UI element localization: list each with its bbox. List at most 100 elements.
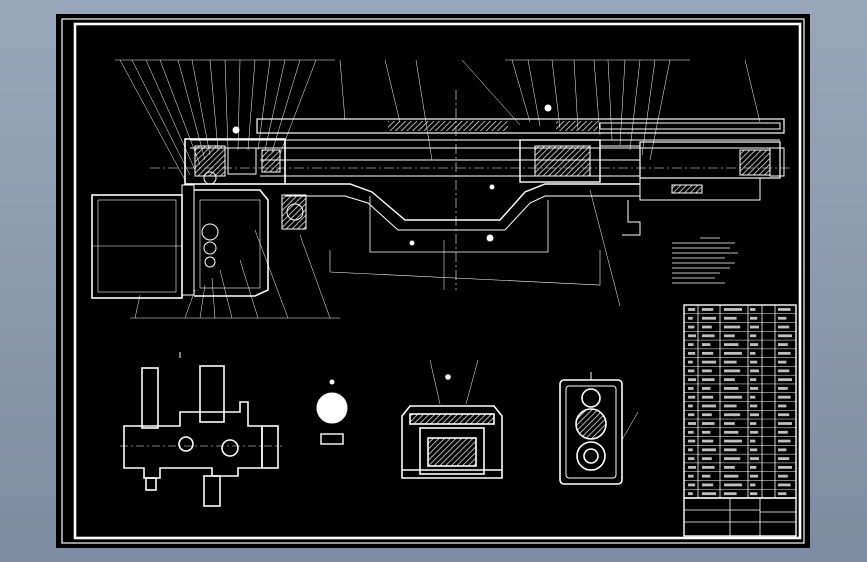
parts-list-cell-text — [724, 369, 741, 373]
parts-list-cell-text — [778, 308, 791, 311]
outer-border — [61, 18, 805, 544]
parts-list-cell-text — [778, 387, 788, 390]
parts-list-cell-text — [778, 343, 788, 346]
parts-list-cell-text — [750, 387, 759, 390]
parts-list-cell-text — [724, 439, 742, 443]
parts-list-cell-text — [750, 325, 759, 329]
parts-list-cell-text — [778, 448, 787, 452]
parts-list-cell-text — [702, 422, 715, 425]
parts-list-cell-text — [750, 483, 756, 487]
parts-list-cell-text — [750, 369, 759, 373]
parts-list-cell-text — [724, 483, 742, 487]
parts-list-cell-text — [702, 325, 712, 329]
parts-list-cell-text — [778, 369, 790, 373]
parts-list-cell-text — [724, 316, 737, 320]
parts-list-cell-text — [688, 492, 693, 496]
parts-list-cell-text — [724, 387, 739, 390]
parts-list-cell-text — [750, 422, 757, 425]
parts-list-cell-text — [702, 465, 715, 469]
parts-list-cell-text — [778, 439, 791, 443]
parts-list-cell-text — [724, 422, 735, 425]
parts-list-cell-text — [750, 492, 758, 496]
parts-list-cell-text — [778, 360, 787, 364]
technical-notes — [672, 237, 738, 284]
parts-list-cell-text — [778, 316, 787, 320]
parts-list-cell-text — [724, 308, 742, 311]
parts-list-cell-text — [778, 404, 787, 408]
parts-list-cell-text — [688, 360, 693, 364]
parts-list-cell-text — [750, 343, 759, 346]
parts-list-table — [683, 304, 797, 537]
parts-list-cell-text — [750, 448, 758, 452]
parts-list-cell-text — [724, 413, 741, 417]
parts-list-cell-text — [688, 378, 696, 382]
parts-list-cell-text — [702, 413, 712, 417]
parts-list-cell-text — [724, 395, 742, 399]
parts-list-cell-text — [688, 395, 696, 399]
parts-list-cell-text — [750, 395, 756, 399]
parts-list-cell-text — [702, 351, 714, 355]
parts-list-cell-text — [778, 351, 791, 355]
parts-list-cell-text — [750, 474, 759, 478]
parts-list-cell-text — [688, 343, 694, 346]
parts-list-cell-text — [750, 457, 759, 461]
parts-list-cell-text — [688, 413, 695, 417]
parts-list-cell-text — [724, 334, 735, 338]
gearbox-end-view — [559, 372, 639, 485]
parts-list-cell-text — [750, 439, 756, 443]
round-part-view — [316, 379, 348, 445]
parts-list-cell-text — [688, 404, 693, 408]
parts-list-cell-text — [688, 439, 696, 443]
parts-list-cell-text — [750, 360, 758, 364]
parts-list-cell-text — [702, 343, 711, 346]
parts-list-cell-text — [778, 334, 792, 338]
parts-list-cell-text — [688, 465, 696, 469]
parts-list-cell-text — [702, 483, 714, 487]
parts-list-cell-text — [688, 422, 696, 425]
parts-list-cell-text — [688, 369, 695, 373]
parts-list-cell-text — [688, 308, 696, 311]
parts-list-cell-text — [778, 395, 791, 399]
parts-list-cell-text — [688, 325, 695, 329]
parts-list-cell-text — [702, 387, 711, 390]
parts-list-cell-text — [778, 457, 790, 461]
parts-list-cell-text — [702, 448, 716, 452]
parts-list-cell-text — [724, 465, 735, 469]
parts-list-cell-text — [688, 448, 693, 452]
parts-list-cell-text — [702, 474, 711, 478]
parts-list-cell-text — [724, 378, 735, 382]
parts-list-cell-text — [724, 492, 737, 496]
parts-list-cell-text — [750, 351, 756, 355]
parts-list-cell-text — [778, 422, 792, 425]
parts-list-cell-text — [702, 395, 714, 399]
parts-list-cell-text — [750, 334, 757, 338]
parts-list-cell-text — [702, 308, 714, 311]
parts-list-cell-text — [724, 404, 737, 408]
parts-list-cell-text — [724, 430, 739, 434]
parts-list-text — [688, 308, 792, 496]
parts-list-cell-text — [778, 378, 792, 382]
parts-list-cell-text — [778, 492, 787, 496]
parts-list-cell-text — [724, 343, 739, 346]
parts-list-cell-text — [778, 430, 788, 434]
parts-list-cell-text — [778, 474, 788, 478]
main-section-view — [91, 59, 790, 319]
parts-list-cell-text — [750, 404, 758, 408]
parts-list-cell-text — [688, 430, 694, 434]
parts-list-cell-text — [702, 439, 714, 443]
parts-list-cell-text — [702, 430, 711, 434]
parts-list-cell-text — [750, 308, 756, 311]
parts-list-cell-text — [688, 387, 694, 390]
parts-list-cell-text — [778, 483, 791, 487]
parts-list-cell-text — [750, 413, 759, 417]
parts-list-cell-text — [750, 316, 758, 320]
parts-list-cell-text — [688, 457, 695, 461]
parts-list-cell-text — [702, 457, 712, 461]
parts-list-cell-text — [724, 325, 741, 329]
parts-list-cell-text — [688, 334, 696, 338]
parts-list-cell-text — [702, 316, 716, 320]
parts-list-cell-text — [724, 457, 741, 461]
housing-section-view — [401, 359, 503, 479]
